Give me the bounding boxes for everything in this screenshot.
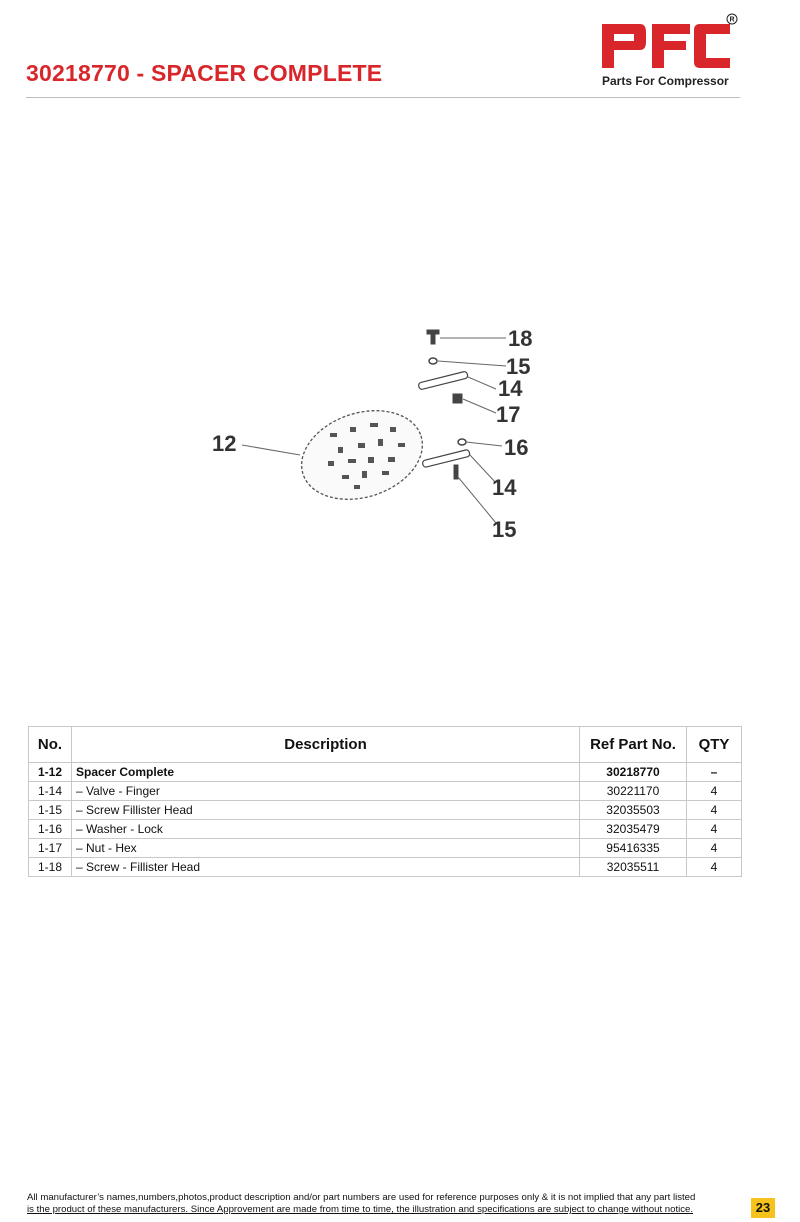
table-row: 1-16 – Washer - Lock 32035479 4	[28, 819, 742, 839]
row-qty: 4	[686, 781, 742, 801]
table-header-row: No. Description Ref Part No. QTY	[28, 726, 742, 763]
callout-15-upper: 15	[506, 354, 530, 379]
table-row: 1-12 Spacer Complete 30218770 –	[28, 762, 742, 782]
header-description: Description	[71, 726, 580, 763]
disclaimer-line-1: All manufacturer’s names,numbers,photos,…	[27, 1192, 696, 1203]
row-qty: 4	[686, 838, 742, 858]
row-description: Spacer Complete	[71, 762, 580, 782]
row-no: 1-12	[28, 762, 72, 782]
row-no: 1-18	[28, 857, 72, 877]
row-description: – Washer - Lock	[71, 819, 580, 839]
parts-table: No. Description Ref Part No. QTY 1-12 Sp…	[28, 726, 742, 877]
row-description: – Valve - Finger	[71, 781, 580, 801]
upper-fastener-stack	[418, 329, 469, 404]
row-qty: –	[686, 762, 742, 782]
table-row: 1-17 – Nut - Hex 95416335 4	[28, 838, 742, 858]
row-ref-part-no: 30218770	[579, 762, 687, 782]
page-number-badge: 23	[751, 1198, 775, 1218]
row-no: 1-15	[28, 800, 72, 820]
table-row: 1-15 – Screw Fillister Head 32035503 4	[28, 800, 742, 820]
row-no: 1-14	[28, 781, 72, 801]
header-divider	[26, 97, 740, 98]
row-ref-part-no: 30221170	[579, 781, 687, 801]
table-row: 1-14 – Valve - Finger 30221170 4	[28, 781, 742, 801]
parts-illustration: 18 15 14 17 12 16 14 15	[212, 326, 532, 542]
logo-letters	[602, 24, 730, 68]
header-ref-part-no: Ref Part No.	[579, 726, 687, 763]
table-row: 1-18 – Screw - Fillister Head 32035511 4	[28, 857, 742, 877]
row-no: 1-16	[28, 819, 72, 839]
registered-mark-icon	[726, 13, 738, 25]
callout-14-upper: 14	[498, 376, 523, 401]
row-ref-part-no: 95416335	[579, 838, 687, 858]
pfc-logo: R	[602, 13, 738, 68]
row-description: – Screw - Fillister Head	[71, 857, 580, 877]
lower-fastener-stack	[422, 438, 471, 480]
callout-15-lower: 15	[492, 517, 516, 542]
callout-12: 12	[212, 431, 236, 456]
svg-text:R: R	[729, 17, 734, 24]
disclaimer-footer: All manufacturer’s names,numbers,photos,…	[27, 1192, 739, 1216]
row-description: – Nut - Hex	[71, 838, 580, 858]
row-description: – Screw Fillister Head	[71, 800, 580, 820]
callout-leaders	[437, 337, 507, 524]
row-qty: 4	[686, 857, 742, 877]
disclaimer-line-2: is the product of these manufacturers. S…	[27, 1204, 694, 1215]
row-qty: 4	[686, 800, 742, 820]
logo-tagline: Parts For Compressor	[602, 74, 729, 88]
page-title: 30218770 - SPACER COMPLETE	[26, 60, 383, 86]
row-qty: 4	[686, 819, 742, 839]
header-no: No.	[28, 726, 72, 763]
row-ref-part-no: 32035503	[579, 800, 687, 820]
callout-16: 16	[504, 435, 528, 460]
row-ref-part-no: 32035479	[579, 819, 687, 839]
row-no: 1-17	[28, 838, 72, 858]
spacer-plate-drawing	[300, 410, 424, 500]
callout-14-lower: 14	[492, 475, 517, 500]
callout-17: 17	[496, 402, 520, 427]
header-qty: QTY	[686, 726, 742, 763]
callout-18: 18	[508, 326, 532, 351]
row-ref-part-no: 32035511	[579, 857, 687, 877]
